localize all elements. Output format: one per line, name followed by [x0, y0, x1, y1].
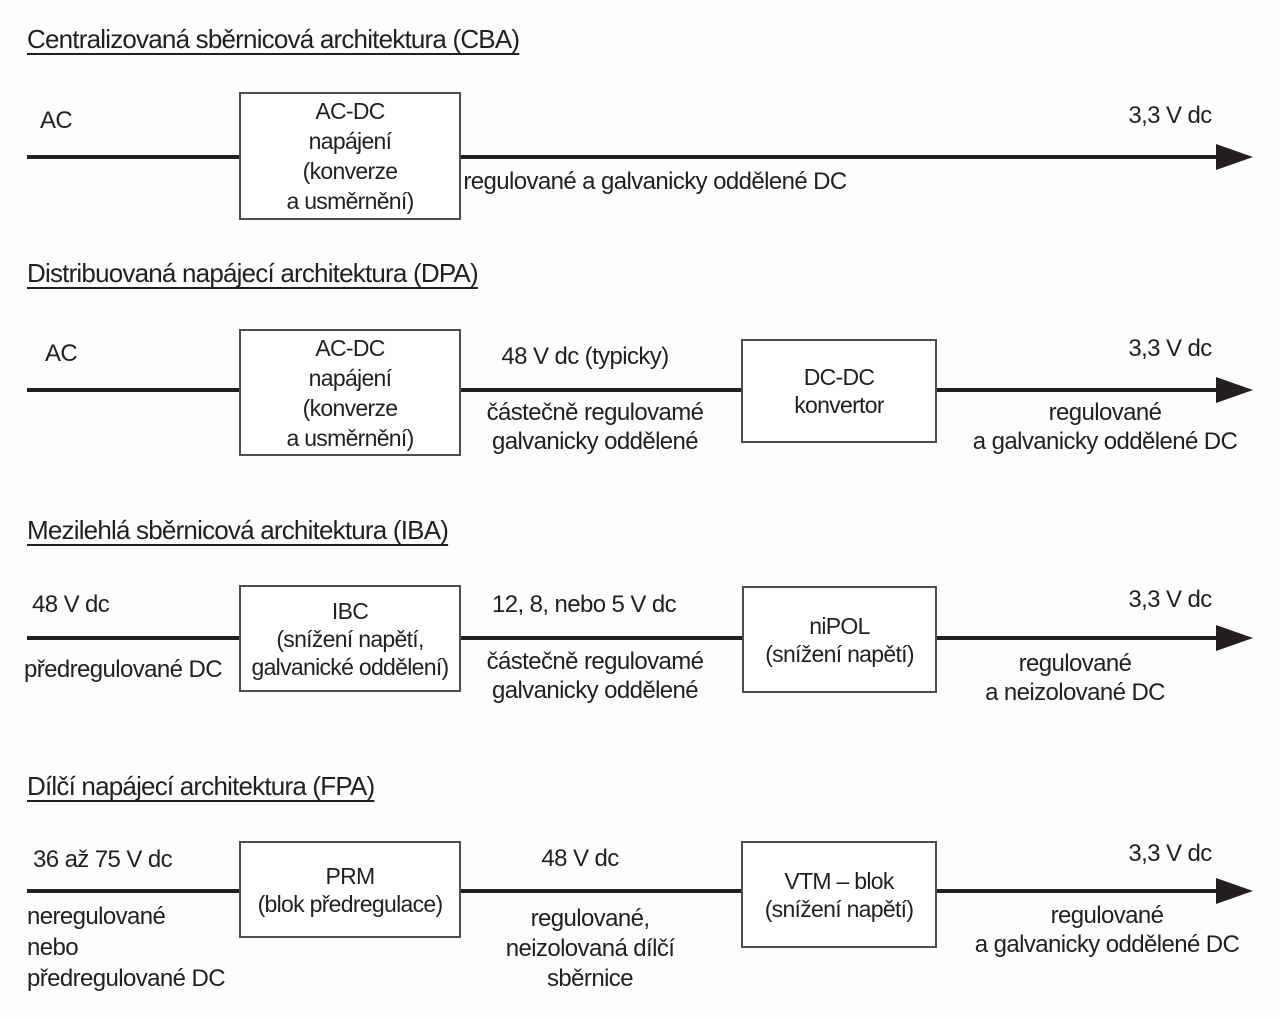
dpa-output-description-label: regulované a galvanicky oddělené DC	[950, 398, 1260, 456]
fpa-intermediate-voltage-label: 48 V dc	[541, 845, 619, 872]
fpa-section-title: Dílčí napájecí architektura (FPA)	[27, 771, 375, 801]
box-text-line: (konverze	[302, 394, 398, 421]
label-line: částečně regulovamé	[486, 399, 704, 426]
box-text-line: VTM – blok	[784, 867, 894, 894]
label-line: částečně regulovamé	[486, 648, 704, 675]
label-line: neregulované	[27, 903, 166, 930]
box-text-line: niPOL	[809, 612, 870, 639]
box-text-line: konvertor	[794, 392, 884, 418]
dpa-bus-line	[27, 388, 1218, 392]
box-text-line: (snížení napětí)	[764, 895, 914, 922]
fpa-prm-box: PRM (blok předregulace)	[239, 841, 461, 938]
fpa-output-description-label: regulované a galvanicky oddělené DC	[952, 901, 1262, 959]
label-line: a galvanicky oddělené DC	[972, 428, 1238, 455]
box-text-line: PRM	[325, 862, 375, 889]
label-line: regulované,	[530, 905, 650, 932]
iba-nipol-box: niPOL (snížení napětí)	[742, 586, 937, 693]
cba-output-description-label: regulované a galvanicky oddělené DC	[463, 168, 847, 195]
dpa-output-voltage-label: 3,3 V dc	[1128, 335, 1212, 362]
box-text-line: napájení	[308, 128, 392, 154]
iba-output-voltage-label: 3,3 V dc	[1128, 586, 1212, 613]
box-text-line: AC-DC	[315, 334, 385, 361]
box-text-line: a usměrnění)	[286, 424, 414, 451]
label-line: regulované	[1048, 399, 1162, 426]
dpa-intermediate-description-label: částečně regulovamé galvanicky oddělené	[460, 398, 730, 456]
fpa-intermediate-description-label: regulované, neizolovaná dílčí sběrnice	[465, 904, 715, 994]
cba-bus-line	[27, 155, 1218, 159]
cba-output-voltage-label: 3,3 V dc	[1128, 102, 1212, 129]
box-text-line: (blok předregulace)	[257, 890, 444, 917]
fpa-bus-line	[27, 889, 1218, 893]
dpa-input-label: AC	[45, 340, 78, 367]
fpa-vtm-box: VTM – blok (snížení napětí)	[741, 841, 937, 948]
label-line: a neizolované DC	[985, 679, 1165, 706]
iba-input-description-label: předregulované DC	[24, 656, 223, 683]
box-text-line: (snížení napětí)	[765, 640, 914, 667]
box-text-line: a usměrnění)	[286, 188, 414, 214]
fpa-arrowhead-icon	[1216, 878, 1253, 904]
label-line: galvanicky oddělené	[491, 677, 699, 704]
label-line: předregulované DC	[27, 965, 226, 992]
box-text-line: (konverze	[302, 158, 398, 184]
cba-arrowhead-icon	[1216, 144, 1253, 170]
fpa-input-description-label: neregulované nebo předregulované DC	[27, 901, 226, 994]
box-text-line: DC-DC	[803, 364, 875, 390]
iba-output-description-label: regulované a neizolované DC	[945, 649, 1205, 707]
fpa-output-voltage-label: 3,3 V dc	[1128, 840, 1212, 867]
label-line: neizolovaná dílčí	[505, 935, 675, 962]
box-text-line: IBC	[331, 597, 369, 624]
label-line: galvanicky oddělené	[491, 428, 699, 455]
iba-input-voltage-label: 48 V dc	[32, 591, 110, 618]
iba-section-title: Mezilehlá sběrnicová architektura (IBA)	[27, 515, 449, 545]
iba-intermediate-description-label: částečně regulovamé galvanicky oddělené	[460, 647, 730, 705]
label-line: sběrnice	[547, 965, 634, 992]
dpa-arrowhead-icon	[1216, 377, 1253, 403]
iba-bus-line	[27, 636, 1218, 640]
label-line: regulované	[1018, 650, 1132, 677]
dpa-acdc-box: AC-DC napájení (konverze a usměrnění)	[239, 329, 461, 456]
dpa-section-title: Distribuovaná napájecí architektura (DPA…	[27, 258, 479, 288]
dpa-dcdc-box: DC-DC konvertor	[741, 339, 937, 443]
fpa-input-voltage-label: 36 až 75 V dc	[33, 846, 173, 873]
iba-intermediate-voltage-label: 12, 8, nebo 5 V dc	[491, 591, 677, 618]
label-line: a galvanicky oddělené DC	[974, 931, 1240, 958]
iba-arrowhead-icon	[1216, 625, 1253, 651]
box-text-line: (snížení napětí,	[276, 625, 424, 652]
box-text-line: napájení	[308, 364, 392, 391]
label-line: regulované	[1050, 902, 1164, 929]
label-line: nebo	[27, 934, 79, 961]
iba-ibc-box: IBC (snížení napětí, galvanické oddělení…	[239, 585, 461, 692]
cba-section-title: Centralizovaná sběrnicová architektura (…	[27, 24, 520, 54]
box-text-line: galvanické oddělení)	[251, 653, 450, 680]
cba-acdc-box: AC-DC napájení (konverze a usměrnění)	[239, 92, 461, 220]
box-text-line: AC-DC	[315, 98, 385, 124]
dpa-intermediate-voltage-label: 48 V dc (typicky)	[501, 343, 669, 370]
cba-input-label: AC	[40, 107, 73, 134]
